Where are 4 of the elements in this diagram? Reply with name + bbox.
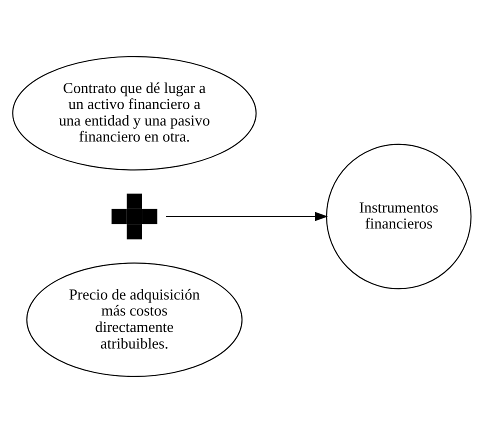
node-ellipse: Precio de adquisición más costos directamente atribuibles. — [26, 262, 243, 377]
node-ellipse: Contrato que dé lugar a un activo financiero a una entidad y una pasivo financiero en otra. — [12, 56, 257, 170]
node-circle: Instrumentos financieros — [326, 144, 472, 290]
arrow — [166, 212, 328, 222]
